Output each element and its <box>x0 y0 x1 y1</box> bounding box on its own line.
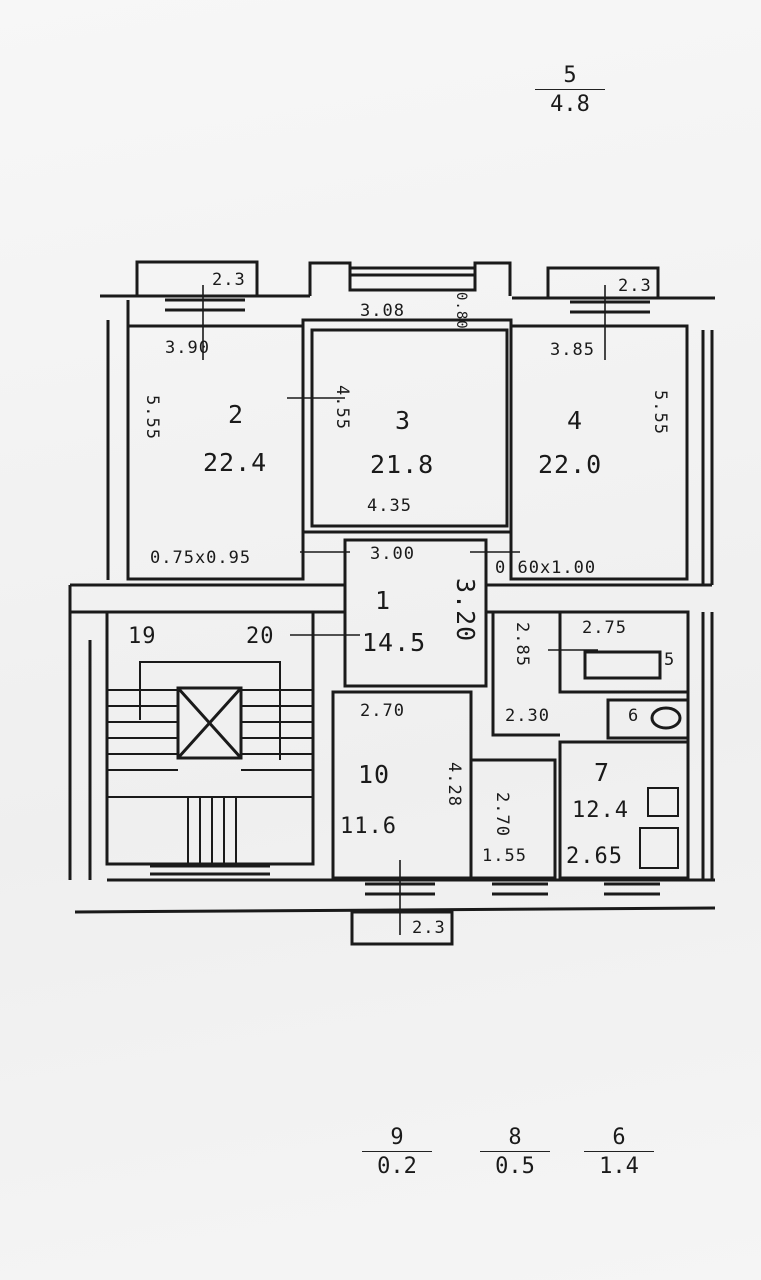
stair-label-19: 19 <box>128 624 157 649</box>
dim-room3-depth: 4.55 <box>332 385 352 430</box>
dim-room5-width: 2.75 <box>582 618 627 638</box>
dim-corridor-width: 2.30 <box>505 706 550 726</box>
room-4-outline <box>509 324 689 581</box>
room-6-outline <box>606 698 690 740</box>
room-10-area: 11.6 <box>340 814 397 839</box>
dim-room2-depth: 5.55 <box>142 395 162 440</box>
explication-room-6: 6 1.4 <box>584 1126 654 1179</box>
dim-balcony-bottom: 2.3 <box>412 918 446 938</box>
explication-9-number: 9 <box>362 1126 432 1152</box>
dim-room4-depth: 5.55 <box>650 390 670 435</box>
room-2-number: 2 <box>228 400 245 429</box>
dim-room7-width: 2.65 <box>566 844 623 869</box>
room-4-area: 22.0 <box>538 450 603 479</box>
dim-room10-depth: 4.28 <box>444 762 464 807</box>
room-4-number: 4 <box>567 406 584 435</box>
explication-5-number: 5 <box>535 64 605 90</box>
dim-balcony-right: 2.3 <box>618 276 652 296</box>
explication-5-area: 4.8 <box>550 92 590 117</box>
explication-8-number: 8 <box>480 1126 550 1152</box>
explication-8-area: 0.5 <box>495 1154 535 1179</box>
room-3-number: 3 <box>395 406 412 435</box>
room-2-area: 22.4 <box>203 448 268 477</box>
dim-room2-width: 3.90 <box>165 338 210 358</box>
room-8-outline <box>469 758 557 880</box>
room-1-area: 14.5 <box>362 628 427 657</box>
stair-label-20: 20 <box>246 624 275 649</box>
dim-door-right: 0.60x1.00 <box>495 558 597 578</box>
dim-hall-depth: 3.20 <box>451 578 480 643</box>
room-7-number: 7 <box>594 758 611 787</box>
room-6-number: 6 <box>628 706 640 726</box>
dim-small-depth: 2.70 <box>492 792 512 837</box>
dim-room10-width: 2.70 <box>360 701 405 721</box>
room-1-number: 1 <box>375 586 392 615</box>
dim-room3-top: 3.08 <box>360 301 405 321</box>
dim-room3-bottom: 4.35 <box>367 496 412 516</box>
explication-room-5: 5 4.8 <box>535 64 605 117</box>
dim-room5-depth: 2.85 <box>512 622 532 667</box>
room-5-number: 5 <box>664 650 676 670</box>
dim-hall-width: 3.00 <box>370 544 415 564</box>
explication-room-9: 9 0.2 <box>362 1126 432 1179</box>
room-10-number: 10 <box>358 760 391 789</box>
explication-6-number: 6 <box>584 1126 654 1152</box>
room-3-area: 21.8 <box>370 450 435 479</box>
explication-6-area: 1.4 <box>599 1154 639 1179</box>
dim-door-left: 0.75x0.95 <box>150 548 252 568</box>
balcony-bottom <box>350 910 454 946</box>
dim-balcony-left: 2.3 <box>212 270 246 290</box>
explication-room-8: 8 0.5 <box>480 1126 550 1179</box>
dim-room4-width: 3.85 <box>550 340 595 360</box>
dim-room3-niche: 0.80 <box>453 292 469 330</box>
room-7-area: 12.4 <box>572 798 629 823</box>
explication-9-area: 0.2 <box>377 1154 417 1179</box>
dim-small-width: 1.55 <box>482 846 527 866</box>
